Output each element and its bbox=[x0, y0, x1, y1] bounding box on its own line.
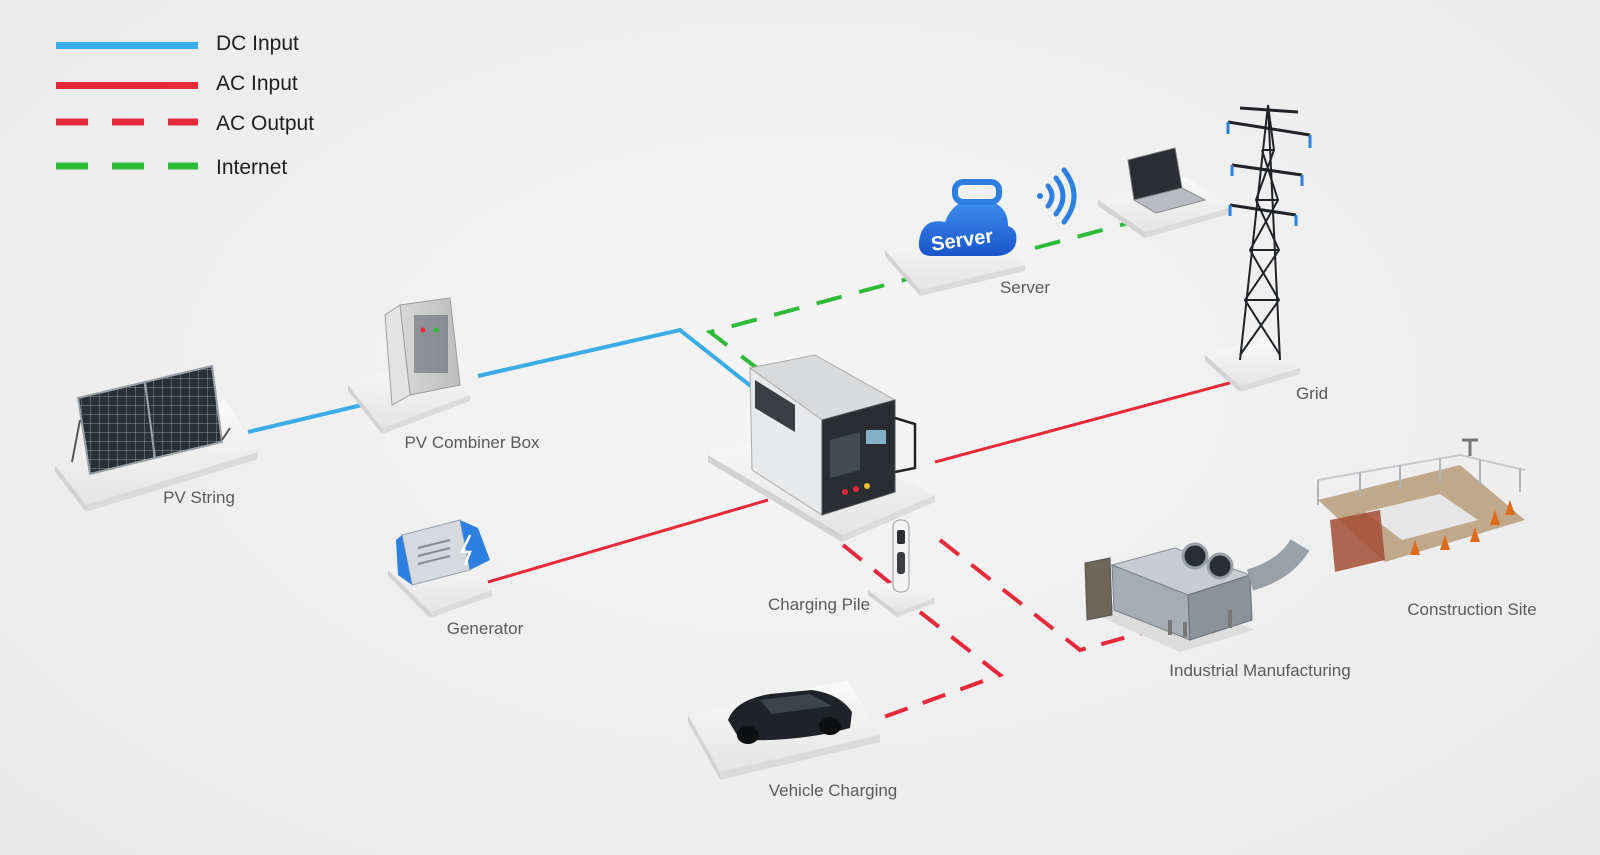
internet-line-storage-to-server bbox=[705, 275, 916, 374]
traffic-cone-icons bbox=[1410, 500, 1515, 555]
legend-item-ac-input: AC Input bbox=[56, 70, 356, 100]
legend-label: DC Input bbox=[216, 32, 299, 55]
dc-line-pv-to-combiner bbox=[247, 403, 363, 434]
ac-line-grid-to-storage bbox=[934, 376, 1249, 464]
grid-label: Grid bbox=[1295, 384, 1329, 403]
internet-swatch bbox=[56, 162, 198, 170]
construction-site-label: Construction Site bbox=[1407, 600, 1537, 619]
legend-label: Internet bbox=[216, 156, 288, 179]
pv-string-label: PV String bbox=[163, 488, 235, 507]
pv-combiner-box-node bbox=[348, 297, 470, 434]
ac-output-swatch bbox=[56, 118, 198, 126]
legend-item-internet: Internet bbox=[56, 154, 356, 184]
wifi-icon bbox=[1037, 167, 1077, 225]
server-label: Server bbox=[999, 278, 1051, 297]
generator-label: Generator bbox=[446, 619, 524, 638]
dc-input-swatch bbox=[56, 42, 198, 49]
industrial-manufacturing-label: Industrial Manufacturing bbox=[1169, 661, 1351, 680]
internet-line-server-to-laptop bbox=[1034, 218, 1141, 250]
server-cloud-icon: Server bbox=[918, 179, 1017, 256]
ac-output-line-to-charging-pile bbox=[841, 543, 907, 597]
server-node: Server bbox=[885, 167, 1077, 296]
grid-node bbox=[1205, 104, 1312, 392]
dc-line-combiner-to-storage bbox=[477, 327, 764, 397]
vehicle-charging-label: Vehicle Charging bbox=[768, 781, 898, 800]
ac-output-line-to-vehicle bbox=[869, 610, 1005, 724]
laptop-node bbox=[1098, 147, 1232, 238]
legend-item-ac-output: AC Output bbox=[56, 110, 356, 140]
pv-combiner-box-label: PV Combiner Box bbox=[404, 433, 540, 452]
vehicle-charging-node bbox=[688, 680, 880, 780]
industrial-manufacturing-node bbox=[1084, 538, 1310, 652]
energy-storage-unit bbox=[708, 354, 935, 542]
ac-output-line-to-industrial bbox=[938, 538, 1161, 653]
ac-input-swatch bbox=[56, 82, 198, 89]
legend-label: AC Output bbox=[216, 112, 315, 135]
charging-pile-label: Charging Pile bbox=[767, 595, 871, 614]
pv-string-node bbox=[55, 364, 258, 512]
transmission-tower-icon bbox=[1226, 104, 1312, 361]
generator-node bbox=[388, 519, 492, 618]
charging-pile-node bbox=[868, 519, 935, 617]
ac-line-generator-to-storage bbox=[487, 498, 769, 584]
laptop-icon bbox=[1127, 147, 1207, 214]
legend-item-dc-input: DC Input bbox=[56, 30, 356, 60]
construction-site-node bbox=[1317, 438, 1526, 572]
connections bbox=[247, 218, 1249, 724]
legend-label: AC Input bbox=[216, 72, 298, 95]
